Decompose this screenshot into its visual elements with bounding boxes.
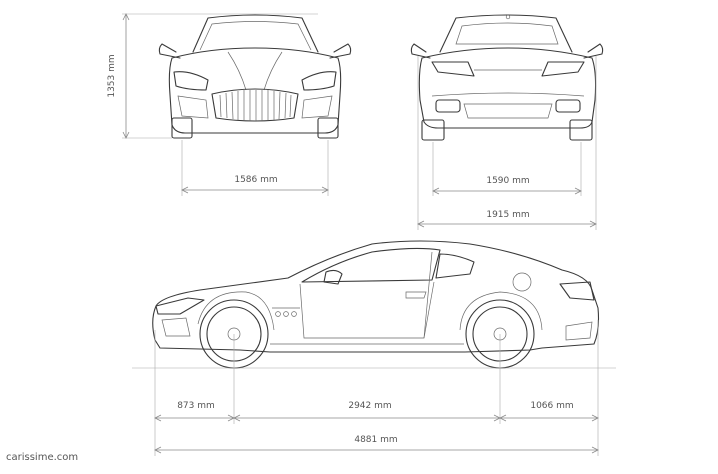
rear-overhang-label: 1066 mm bbox=[530, 401, 573, 411]
side-view bbox=[152, 240, 600, 369]
front-overhang-label: 873 mm bbox=[177, 401, 215, 411]
front-view bbox=[158, 14, 352, 139]
rear-view bbox=[410, 14, 604, 141]
rear-track-label: 1590 mm bbox=[486, 176, 529, 186]
width-label: 1915 mm bbox=[486, 210, 529, 220]
watermark-text: carissime.com bbox=[6, 452, 79, 463]
dimension-lines bbox=[122, 13, 616, 456]
wheelbase-label: 2942 mm bbox=[348, 401, 391, 411]
height-label: 1353 mm bbox=[107, 54, 117, 97]
length-label: 4881 mm bbox=[354, 435, 397, 445]
front-track-label: 1586 mm bbox=[234, 175, 277, 185]
